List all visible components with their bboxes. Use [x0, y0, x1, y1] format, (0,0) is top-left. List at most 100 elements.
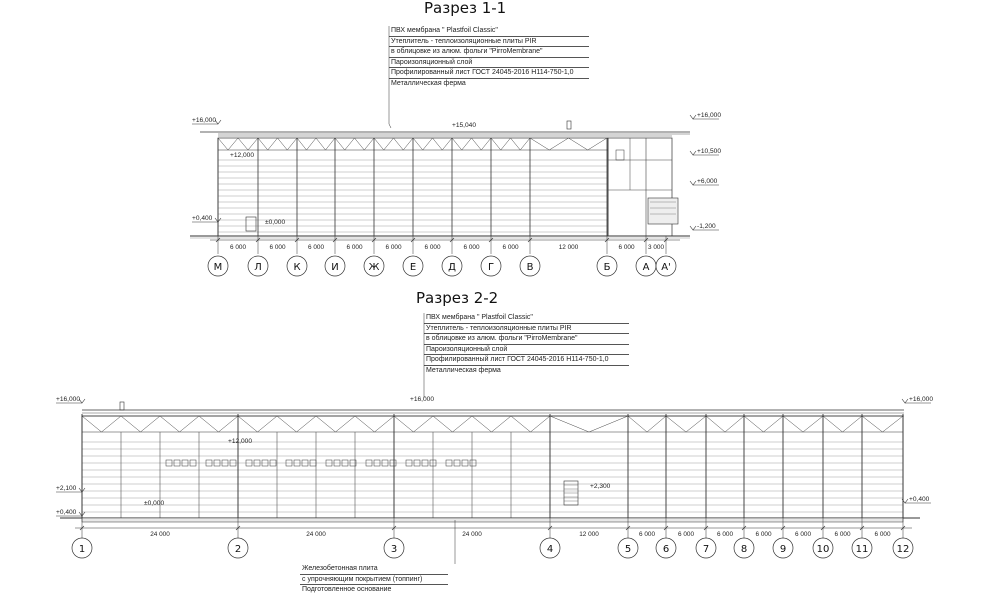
level-label: +2,100 [56, 485, 77, 492]
window-pane [309, 459, 317, 467]
axis-label: 7 [703, 544, 709, 555]
roof-vent [119, 401, 125, 411]
truss-diagonal [627, 415, 648, 433]
dimension-tick [547, 525, 553, 531]
window-pane [389, 459, 397, 467]
dimension-tick [859, 525, 865, 531]
level-label: +0,400 [56, 509, 77, 516]
truss-diagonal [802, 415, 824, 433]
level-label: +16,000 [909, 396, 933, 403]
layer-note-line: Профилированный лист ГОСТ 24045-2016 Н11… [424, 355, 629, 366]
truss-diagonal [413, 415, 434, 433]
axis-bubble [617, 537, 639, 559]
window-pane [325, 459, 333, 467]
axis-label: В [527, 262, 534, 273]
window-pane [421, 459, 429, 467]
truss-diagonal [120, 415, 141, 433]
level-marker-triangle [214, 217, 222, 223]
level-label: +10,500 [697, 148, 721, 155]
axis-label: 10 [817, 544, 830, 555]
level-label: +12,000 [228, 438, 252, 445]
dimension-label: 6 000 [347, 244, 363, 251]
dimension-label: 6 000 [619, 244, 635, 251]
truss-diagonal [882, 415, 904, 433]
truss-diagonal [412, 137, 423, 151]
axis-bubble [772, 537, 794, 559]
dimension-tick [625, 525, 631, 531]
axis-label: 12 [897, 544, 910, 555]
axis-bubble [402, 255, 424, 277]
truss-diagonal [159, 415, 180, 433]
dimension-label: 12 000 [559, 244, 579, 251]
dimension-label: 6 000 [386, 244, 402, 251]
dimension-tick [215, 237, 221, 243]
truss-diagonal [442, 137, 453, 151]
dimension-tick [79, 525, 85, 531]
level-marker-triangle [689, 225, 697, 231]
dimension-label: 6 000 [464, 244, 480, 251]
window-pane [181, 459, 189, 467]
truss-diagonal [325, 137, 336, 151]
level-marker-triangle [689, 150, 697, 156]
axis-bubble [851, 537, 873, 559]
dimension-label: 6 000 [835, 531, 851, 538]
dimension-label: 6 000 [756, 531, 772, 538]
truss-diagonal [373, 137, 384, 151]
section-1-layer-notes: ПВХ мембрана " Plastfoil Classic"Утеплит… [389, 26, 589, 88]
truss-diagonal [491, 415, 512, 433]
window-pane [445, 459, 453, 467]
truss-diagonal [520, 137, 531, 151]
level-marker-triangle [901, 498, 909, 504]
layer-note-line: в облицовке из алюм. фольги "PirroMembra… [389, 47, 589, 58]
truss-diagonal [665, 415, 687, 433]
axis-label: Г [488, 262, 494, 273]
window-pane [333, 459, 341, 467]
truss-diagonal [529, 137, 550, 151]
layer-note-line: Утеплитель - теплоизоляционные плиты PIR [424, 324, 629, 334]
dimension-label: 24 000 [462, 531, 482, 538]
window-pane [413, 459, 421, 467]
dimension-tick [391, 525, 397, 531]
dimension-tick [410, 237, 416, 243]
window-pane [429, 459, 437, 467]
layer-note-line: Пароизоляционный слой [424, 345, 629, 355]
truss-diagonal [393, 415, 414, 433]
truss-diagonal [822, 415, 843, 433]
dimension-tick [235, 525, 241, 531]
window-pane [229, 459, 237, 467]
truss-diagonal [685, 415, 707, 433]
dimension-label: 6 000 [678, 531, 694, 538]
section-1-title: Разрез 1-1 [424, 0, 507, 17]
truss-diagonal [218, 415, 239, 433]
level-label: ±0,000 [265, 219, 285, 226]
truss-diagonal [861, 415, 883, 433]
truss-diagonal [354, 137, 365, 151]
section-2-layer-notes: ПВХ мембрана " Plastfoil Classic"Утеплит… [424, 313, 629, 375]
truss-diagonal [198, 415, 219, 433]
truss-diagonal [530, 415, 551, 433]
axis-label: Л [254, 262, 262, 273]
layer-note-line: Профилированный лист ГОСТ 24045-2016 Н11… [389, 68, 589, 79]
truss-diagonal [344, 137, 355, 151]
truss-diagonal [276, 415, 297, 433]
axis-label: Б [604, 262, 611, 273]
axis-bubble [247, 255, 269, 277]
truss-diagonal [101, 415, 122, 433]
truss-diagonal [743, 415, 764, 433]
truss-diagonal [500, 137, 511, 151]
axis-label: М [214, 262, 223, 273]
level-marker-triangle [689, 114, 697, 120]
level-label: +16,000 [410, 396, 434, 403]
layer-note-line: в облицовке из алюм. фольги "PirroMembra… [424, 334, 629, 345]
truss-diagonal [452, 415, 473, 433]
truss-diagonal [481, 137, 492, 151]
axis-bubble [655, 255, 677, 277]
axis-label: 2 [235, 544, 241, 555]
layer-note-line: Утеплитель - теплоизоляционные плиты PIR [389, 37, 589, 47]
axis-bubble [383, 537, 405, 559]
level-label: +6,000 [697, 178, 718, 185]
truss-diagonal [277, 137, 288, 151]
layer-note-line: Металлическая ферма [426, 366, 501, 374]
level-label: +0,400 [909, 496, 930, 503]
